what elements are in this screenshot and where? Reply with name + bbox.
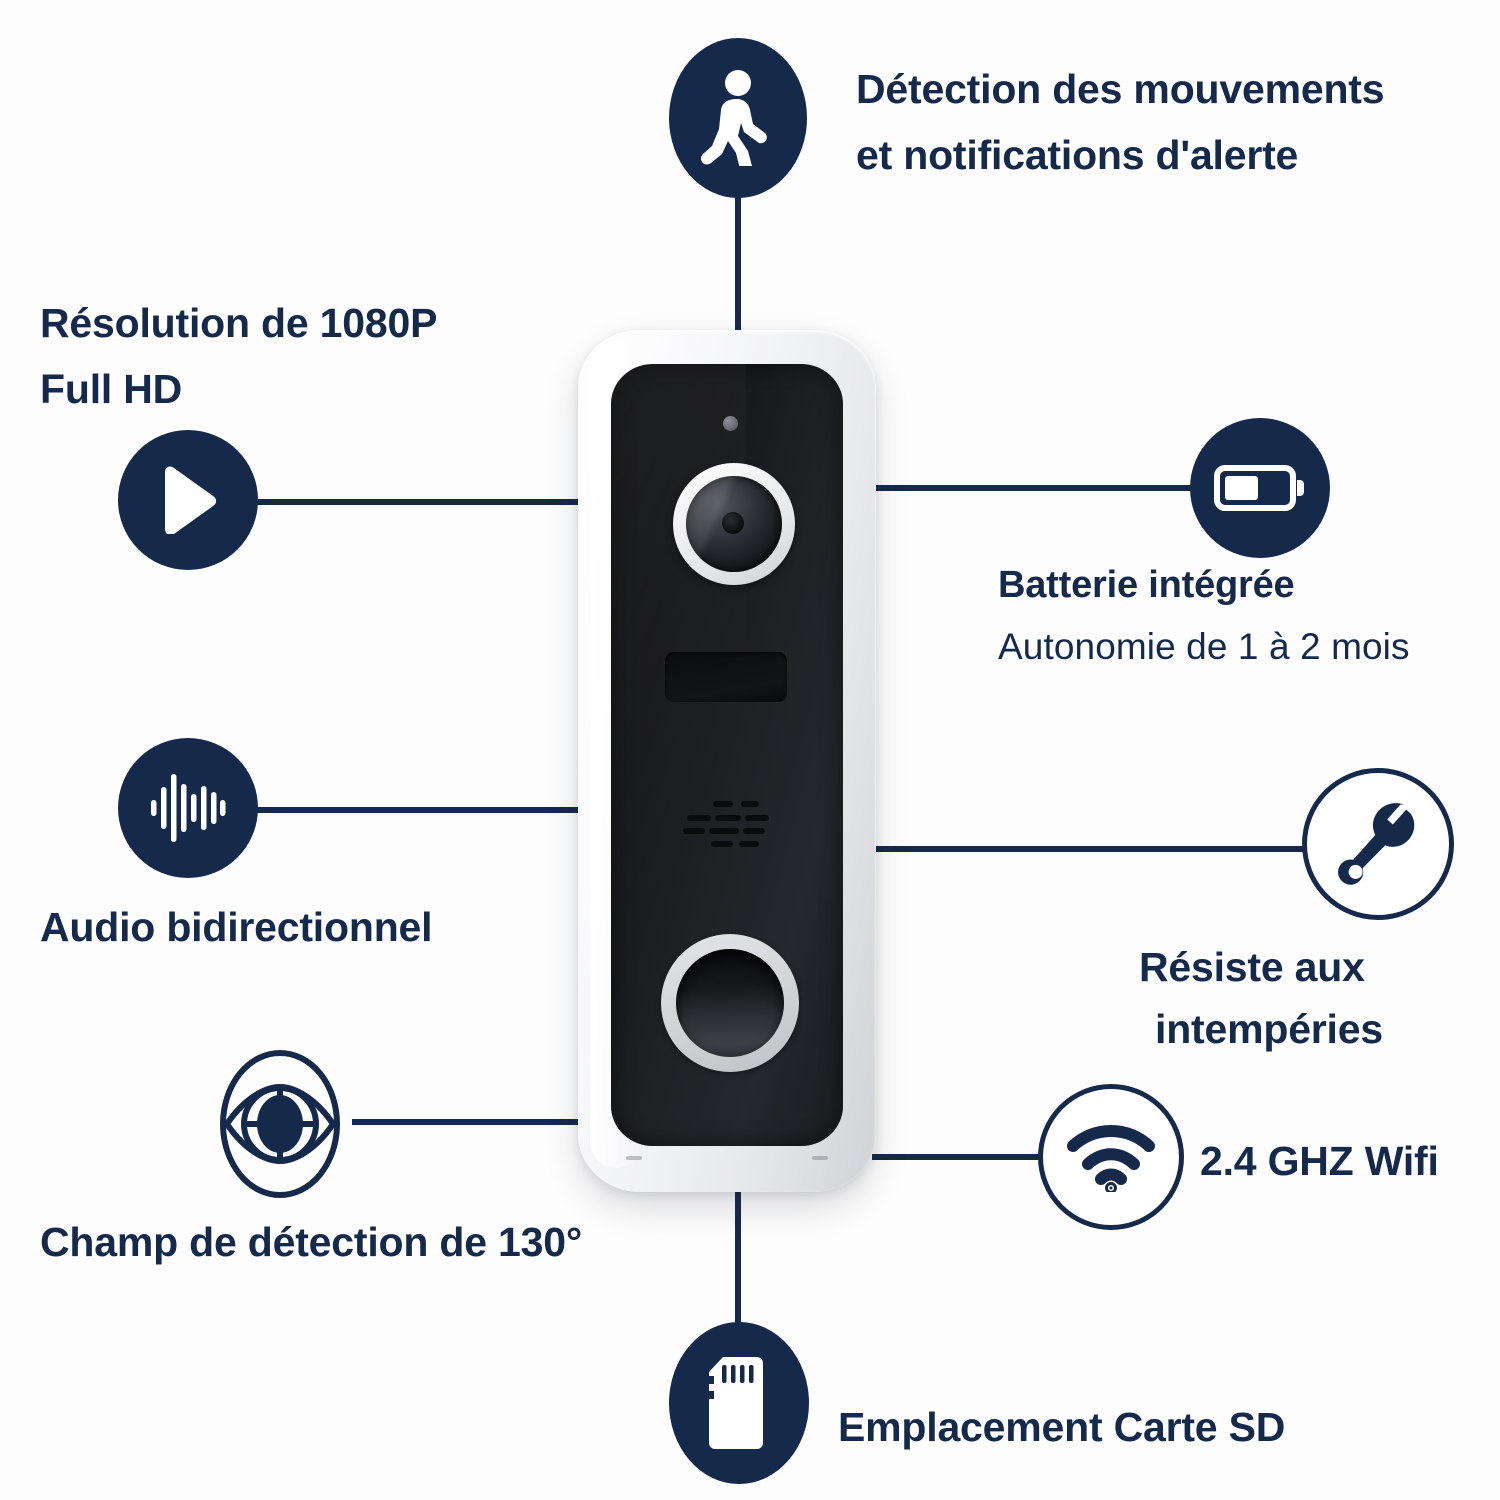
doorbell-button-surface[interactable] <box>676 949 784 1057</box>
motion-sensor-window <box>665 652 787 702</box>
speaker-grille <box>683 801 775 853</box>
device-foot-right <box>812 1156 828 1160</box>
label-motion-detection-line1: Détection des mouvements <box>856 66 1385 112</box>
wrench-icon <box>1302 768 1454 920</box>
label-resolution-line1: Résolution de 1080P <box>40 300 438 346</box>
device-front-panel <box>611 364 843 1146</box>
waveform-glyph <box>151 774 226 842</box>
walking-person-icon <box>669 38 807 198</box>
label-field-of-view: Champ de détection de 130° <box>40 1219 583 1265</box>
label-two-way-audio: Audio bidirectionnel <box>40 904 433 950</box>
battery-glyph <box>1214 465 1304 511</box>
connector-motion-detection <box>735 190 741 335</box>
label-resolution-line2: Full HD <box>40 366 183 412</box>
connector-resolution <box>256 499 584 505</box>
lens-glass <box>686 476 782 572</box>
label-motion-detection-line2: et notifications d'alerte <box>856 132 1299 178</box>
wifi-glyph <box>1067 1125 1155 1192</box>
device-foot-left <box>626 1156 642 1160</box>
connector-sd-card <box>735 1188 741 1328</box>
label-wifi: 2.4 GHZ Wifi <box>1200 1138 1439 1184</box>
label-battery-title: Batterie intégrée <box>998 564 1295 606</box>
connector-battery <box>872 485 1210 491</box>
walking-person-glyph <box>701 70 767 166</box>
label-weather-resistant-line2: intempéries <box>1155 1006 1383 1052</box>
doorbell-camera-device <box>578 330 876 1192</box>
wrench-glyph <box>1338 803 1415 885</box>
audio-waveform-icon <box>118 738 258 878</box>
connector-field-of-view <box>352 1119 580 1125</box>
connector-wifi <box>872 1154 1042 1160</box>
lens-aperture <box>722 512 744 534</box>
battery-icon <box>1190 418 1330 558</box>
ambient-light-sensor-icon <box>723 416 738 431</box>
sd-card-glyph <box>709 1357 763 1449</box>
label-battery-subtitle: Autonomie de 1 à 2 mois <box>998 626 1410 667</box>
connector-weather-resistant <box>875 846 1303 852</box>
label-sd-card-slot: Emplacement Carte SD <box>838 1404 1286 1450</box>
eye-icon <box>205 1050 355 1198</box>
label-weather-resistant-line1: Résiste aux <box>1139 944 1365 990</box>
connector-two-way-audio <box>256 807 584 813</box>
play-triangle-glyph <box>165 466 217 534</box>
doorbell-button[interactable] <box>661 934 799 1072</box>
play-icon <box>118 430 258 570</box>
sd-card-icon <box>669 1322 809 1484</box>
eye-glyph <box>220 1050 340 1198</box>
wifi-icon <box>1038 1084 1184 1230</box>
camera-lens <box>673 463 795 585</box>
